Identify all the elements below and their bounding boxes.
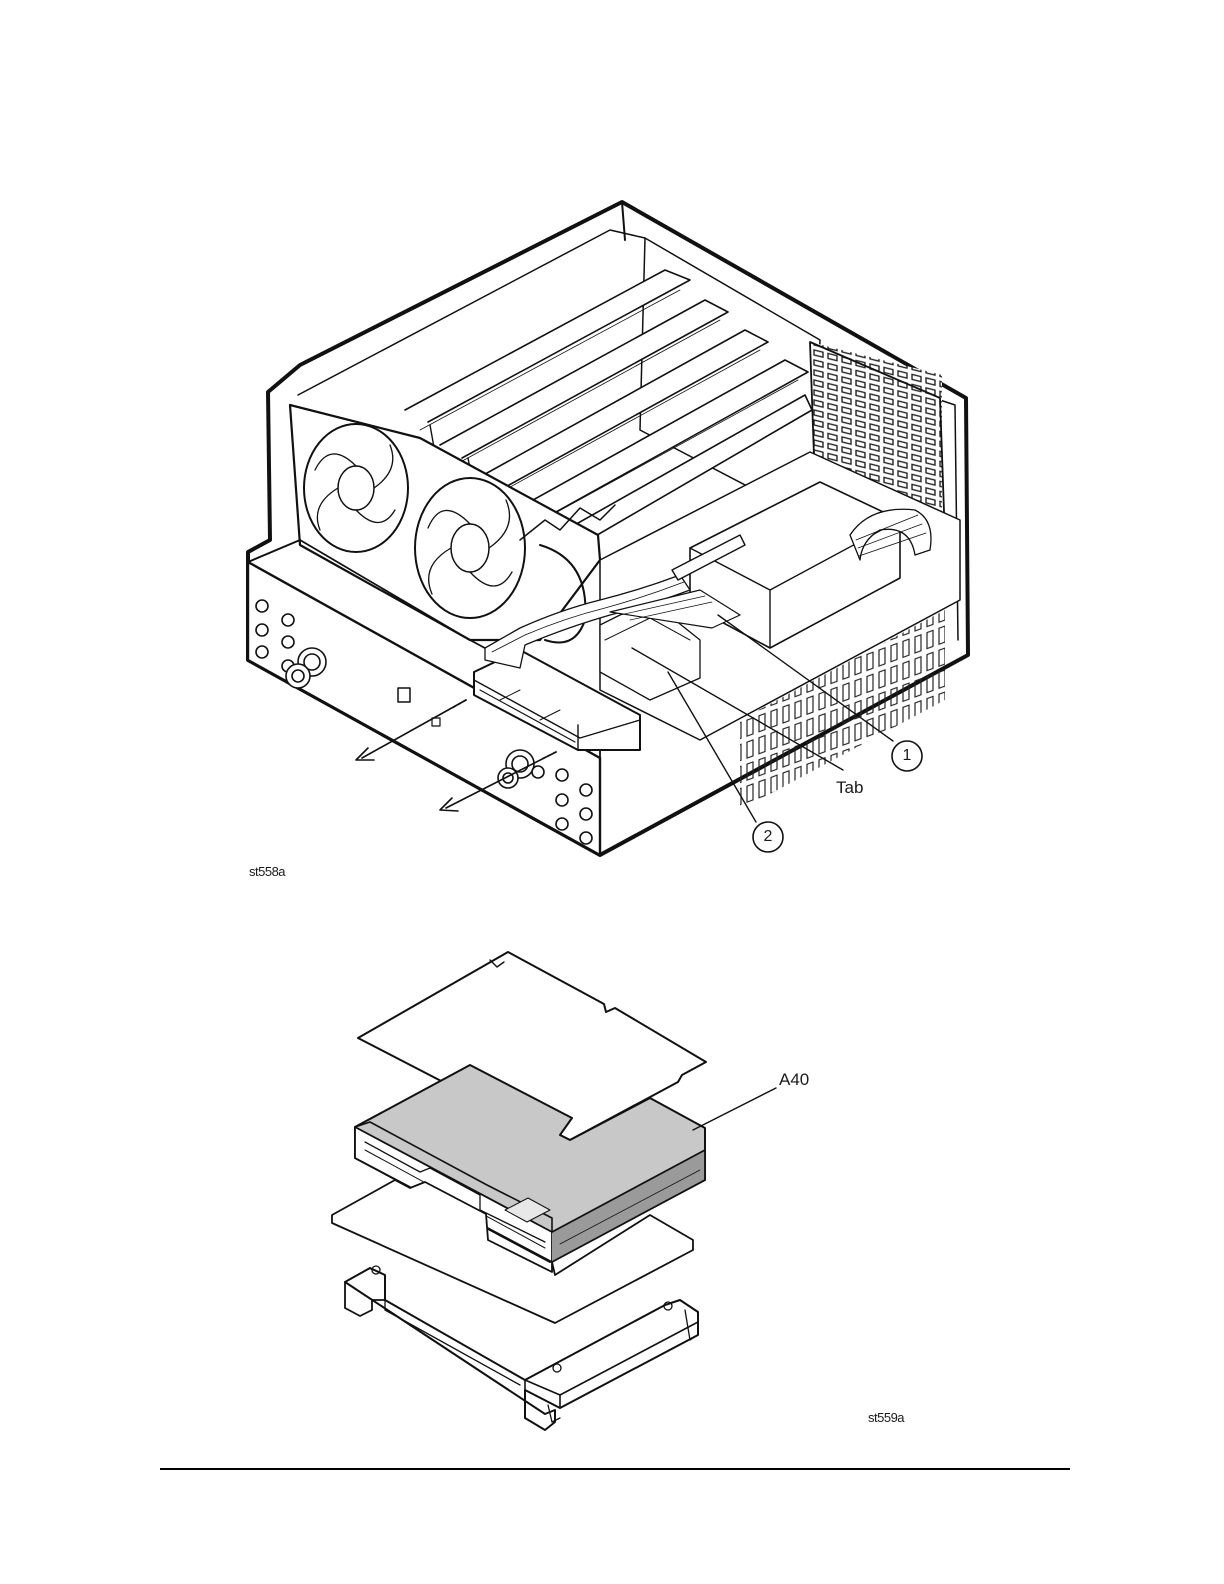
leader-line-a40 <box>693 1088 776 1130</box>
figure-id-bottom: st559a <box>868 1410 904 1425</box>
chassis-drawing <box>248 202 968 855</box>
callout-2-label: 2 <box>753 822 783 852</box>
a40-label: A40 <box>779 1070 809 1090</box>
tab-label: Tab <box>836 778 863 798</box>
callout-1-label: 1 <box>892 741 922 771</box>
drive-exploded-drawing <box>332 952 776 1430</box>
figure-id-top: st558a <box>249 864 285 879</box>
footer-rule <box>160 1468 1070 1470</box>
